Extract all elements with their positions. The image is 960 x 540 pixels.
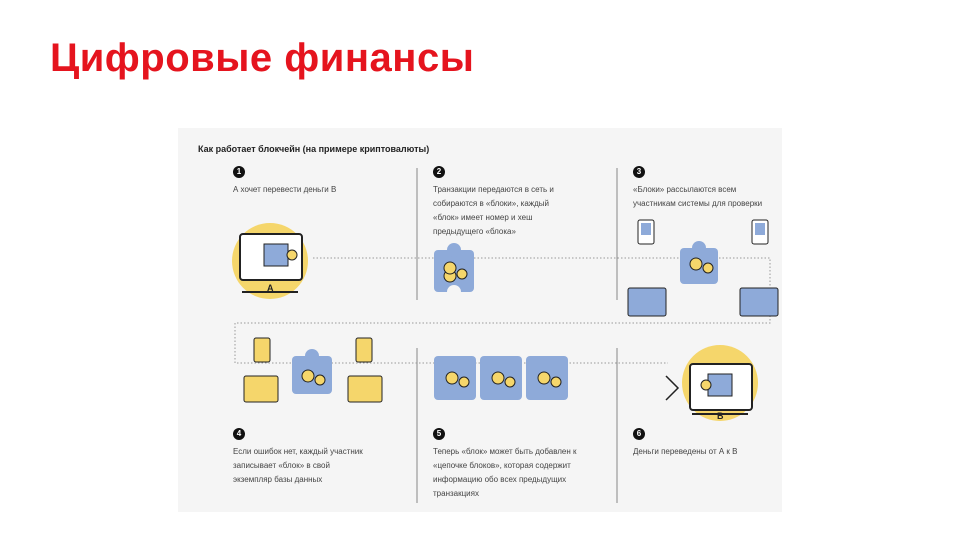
step-2: 2 Транзакции передаются в сеть и собираю… [433,166,603,239]
step-number: 2 [433,166,445,178]
diagram-heading: Как работает блокчейн (на примере крипто… [198,144,430,154]
step-6: 6 Деньги переведены от А к В [633,428,803,459]
diagram-illustrations [232,168,779,503]
monitor-icon [627,287,667,317]
step-5: 5 Теперь «блок» может быть добавлен к «ц… [433,428,603,501]
monitor-icon [739,287,779,317]
step-number: 4 [233,428,245,440]
step-number: 6 [633,428,645,440]
slide-title: Цифровые финансы [50,36,475,80]
step-text: Деньги переведены от А к В [633,447,738,456]
wallet-icon [263,243,289,267]
step-1: 1 А хочет перевести деньги В [233,166,403,197]
wallet-icon [707,373,733,397]
step-text: «Блоки» рассылаются всем участникам сист… [633,185,763,208]
arrow-icon [665,375,680,401]
block-icon [680,241,718,284]
step-text: Транзакции передаются в сеть и собираютс… [433,185,554,236]
step-text: Теперь «блок» может быть добавлен к «цеп… [433,447,577,498]
phone-check-icon [253,337,271,363]
step-number: 5 [433,428,445,440]
monitor-check-icon [347,375,383,403]
block-icon [434,243,474,299]
monitor-check-icon [243,375,279,403]
step-number: 3 [633,166,645,178]
step-text: А хочет перевести деньги В [233,185,337,194]
block-chain [434,356,568,400]
block-icon [292,349,332,394]
blockchain-diagram: A B Как работает блокчейн (на примере кр… [178,128,782,512]
step-3: 3 «Блоки» рассылаются всем участникам си… [633,166,803,211]
phone-check-icon [355,337,373,363]
step-text: Если ошибок нет, каждый участник записыв… [233,447,363,484]
step-number: 1 [233,166,245,178]
label-b: B [717,411,724,421]
step-4: 4 Если ошибок нет, каждый участник запис… [233,428,403,487]
label-a: A [267,283,274,293]
